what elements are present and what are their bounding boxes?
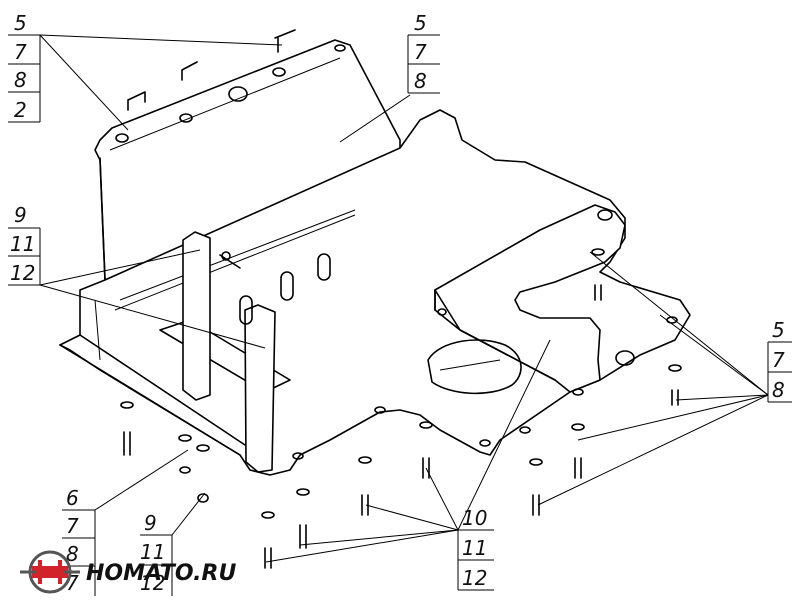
callout-label: 7 (14, 40, 27, 64)
callout-label: 11 (10, 232, 35, 256)
callout-label: 2 (14, 98, 27, 122)
homato-logo-icon (20, 550, 80, 594)
callout-top-left: 5 7 8 2 (8, 11, 41, 123)
logo: HOMATO.RU (20, 550, 236, 594)
callout-label: 11 (462, 536, 487, 560)
callout-label: 5 (772, 318, 785, 342)
bolts-bottom (120, 248, 682, 569)
callout-label: 10 (462, 506, 487, 530)
callout-label: 8 (772, 378, 785, 402)
callout-bottom-left-b: 9 11 12 (140, 511, 173, 596)
callout-label: 8 (66, 542, 79, 566)
callout-label: 6 (66, 486, 79, 510)
leader-lines (39, 34, 769, 563)
callout-label: 9 (14, 203, 27, 227)
callout-right: 5 7 8 (767, 318, 792, 403)
callout-label: 8 (414, 69, 427, 93)
callout-label: 5 (14, 11, 27, 35)
callout-bottom-center: 10 11 12 (457, 506, 494, 591)
callout-top-center: 5 7 8 (407, 11, 440, 94)
callout-mid-left: 9 11 12 (8, 203, 41, 286)
callout-label: 7 (66, 514, 79, 538)
callout-label: 12 (10, 261, 35, 285)
callout-label: 7 (414, 40, 427, 64)
skid-plate (59, 39, 691, 476)
callout-bottom-left-a: 6 7 8 7 (62, 486, 96, 596)
callout-label: 12 (462, 566, 487, 590)
logo-text: HOMATO.RU (86, 561, 236, 586)
callout-label: 11 (140, 540, 165, 564)
callout-label: 12 (140, 571, 165, 595)
callout-label: 9 (144, 511, 157, 535)
callout-label: 7 (772, 348, 785, 372)
callout-label: 8 (14, 68, 27, 92)
callout-label: 5 (414, 11, 427, 35)
